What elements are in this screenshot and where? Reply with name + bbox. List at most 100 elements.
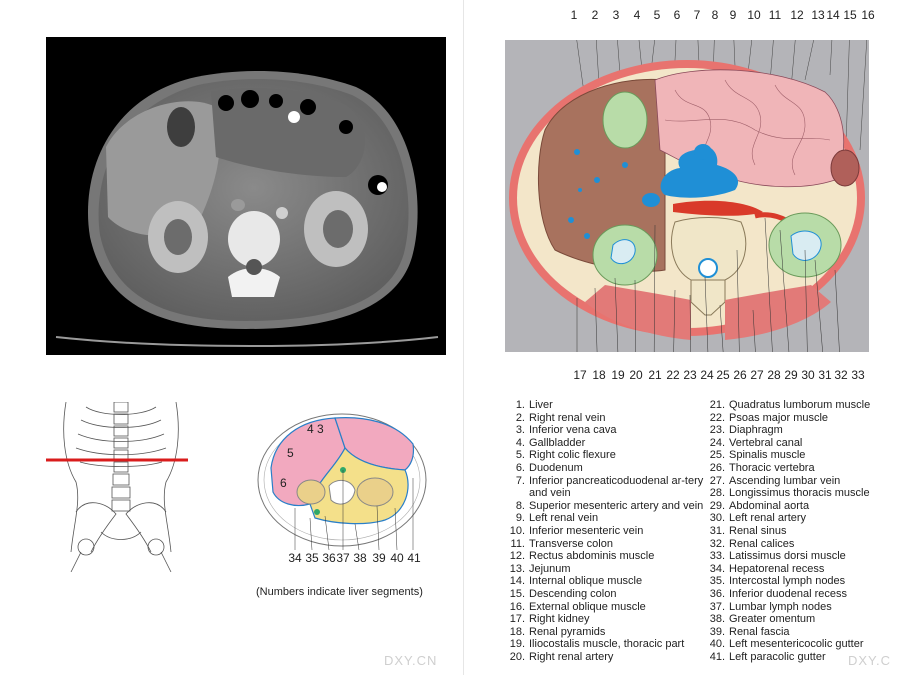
segment-number-labels: 34 35 36 37 38 39 40 41 <box>0 551 900 565</box>
label-32: 32 <box>834 368 848 382</box>
skeleton-level-indicator <box>46 401 196 573</box>
label-30: 30 <box>801 368 815 382</box>
legend-item: 40.Left mesentericocolic gutter <box>705 638 895 651</box>
label-22: 22 <box>666 368 680 382</box>
label-39: 39 <box>372 551 386 565</box>
legend-item: 31. Renal sinus <box>705 525 895 538</box>
legend-number: 40. <box>709 638 725 651</box>
legend-item: 12.Rectus abdominis muscle <box>505 550 705 563</box>
legend-item: 23. Diaphragm <box>705 424 895 437</box>
legend-text: Renal sinus <box>729 524 787 537</box>
watermark-left: DXY.CN <box>384 653 438 668</box>
legend-text: Vertebral canal <box>729 436 803 449</box>
legend-number: 26. <box>709 461 725 474</box>
legend-item: 19.Iliocostalis muscle, thoracic part <box>505 638 705 651</box>
legend-item: 14.Internal oblique muscle <box>505 575 705 588</box>
legend-number: 12. <box>509 550 525 563</box>
legend-item: 37. Lumbar lymph nodes <box>705 601 895 614</box>
label-31: 31 <box>818 368 832 382</box>
legend-item: 4.Gallbladder <box>505 437 705 450</box>
legend-text: Renal calices <box>729 537 795 550</box>
watermark-right: DXY.C <box>848 653 892 668</box>
label-38: 38 <box>353 551 367 565</box>
legend-text: Left renal artery <box>729 512 807 525</box>
legend-number: 29. <box>709 499 725 512</box>
legend-item: 28.Longissimus thoracis muscle <box>705 487 895 500</box>
label-23: 23 <box>683 368 697 382</box>
legend-item: 22.Psoas major muscle <box>705 412 895 425</box>
legend-item: 1. Liver <box>505 399 705 412</box>
legend-item: 24. Vertebral canal <box>705 437 895 450</box>
legend-number: 30. <box>709 512 725 525</box>
legend-number: 4. <box>515 436 525 449</box>
label-14: 14 <box>826 8 840 22</box>
label-4: 4 <box>633 8 641 22</box>
label-7: 7 <box>693 8 701 22</box>
label-25: 25 <box>716 368 730 382</box>
legend-text: Right renal artery <box>529 650 614 663</box>
legend-number: 33. <box>709 550 725 563</box>
legend-item: 27. Ascending lumbar vein <box>705 475 895 488</box>
legend-number: 31. <box>709 524 725 537</box>
legend-item: 17.Right kidney <box>505 613 705 626</box>
legend-text: Latissimus dorsi muscle <box>729 550 846 563</box>
label-1: 1 <box>570 8 578 22</box>
legend-item: 39.Renal fascia <box>705 626 895 639</box>
label-2: 2 <box>591 8 599 22</box>
legend-item: 33. Latissimus dorsi muscle <box>705 550 895 563</box>
legend-number: 9. <box>515 512 525 525</box>
segment-label-6: 6 <box>280 476 287 490</box>
legend-text: Liver <box>529 399 553 411</box>
label-11: 11 <box>768 8 782 22</box>
legend-text: Right colic flexure <box>529 449 616 462</box>
legend-item: 38.Greater omentum <box>705 613 895 626</box>
legend-number: 38. <box>709 613 725 626</box>
legend-number: 8. <box>515 499 525 512</box>
legend-item: 5.Right colic flexure <box>505 449 705 462</box>
legend-number: 27. <box>709 474 725 487</box>
legend-item: 36.Inferior duodenal recess <box>705 588 895 601</box>
legend-number: 1. <box>515 399 525 411</box>
label-20: 20 <box>629 368 643 382</box>
legend-item: 41.Left paracolic gutter <box>705 651 895 664</box>
label-19: 19 <box>611 368 625 382</box>
legend-text: Lumbar lymph nodes <box>729 600 832 613</box>
legend-number: 32. <box>709 537 725 550</box>
legend-number: 23. <box>709 424 725 437</box>
label-3: 3 <box>612 8 620 22</box>
legend-number: 35. <box>709 575 725 588</box>
legend-text: Quadratus lumborum muscle <box>729 399 871 411</box>
legend-text: Left renal vein <box>529 512 599 525</box>
label-29: 29 <box>784 368 798 382</box>
legend-text: Transverse colon <box>529 537 613 550</box>
legend-item: 29.Abdominal aorta <box>705 500 895 513</box>
liver-segments-diagram: 4 3 5 6 <box>255 408 430 551</box>
legend-text: Diaphragm <box>729 424 783 437</box>
legend-text: Right kidney <box>529 613 590 626</box>
legend-number: 37. <box>709 600 725 613</box>
legend-item: 9. Left renal vein <box>505 512 705 525</box>
label-26: 26 <box>733 368 747 382</box>
legend-item: 13.Jejunum <box>505 563 705 576</box>
legend-number: 24. <box>709 436 725 449</box>
segment-label-3: 3 <box>317 422 324 436</box>
label-8: 8 <box>711 8 719 22</box>
legend-item: 10.Inferior mesenteric vein <box>505 525 705 538</box>
label-15: 15 <box>843 8 857 22</box>
legend-item: 15.Descending colon <box>505 588 705 601</box>
legend-item: 6.Duodenum <box>505 462 705 475</box>
legend-text: Jejunum <box>529 562 571 575</box>
legend-text: Longissimus thoracis muscle <box>729 487 870 500</box>
legend-number: 41. <box>709 650 725 663</box>
legend-text: External oblique muscle <box>529 600 646 613</box>
legend-text: Renal pyramids <box>529 625 606 638</box>
legend-text: Right renal vein <box>529 411 606 424</box>
label-36: 36 <box>322 551 336 565</box>
ct-scan-image <box>46 37 446 355</box>
label-18: 18 <box>592 368 606 382</box>
legend-item: 21.Quadratus lumborum muscle <box>705 399 895 412</box>
label-37: 37 <box>336 551 350 565</box>
legend-text: Ascending lumbar vein <box>729 474 841 487</box>
legend-item: 32. Renal calices <box>705 538 895 551</box>
